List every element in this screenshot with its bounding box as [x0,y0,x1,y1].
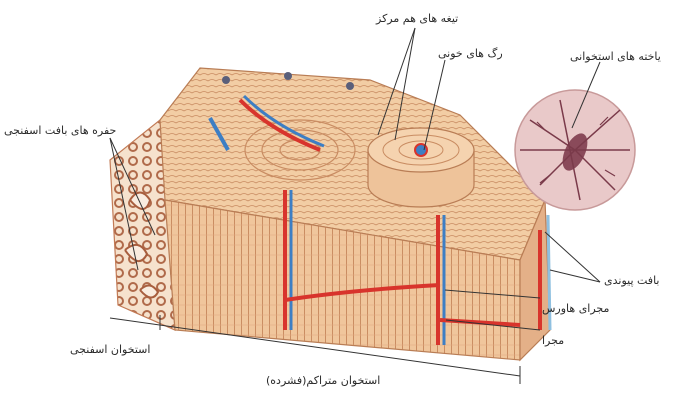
connective-tissue-label: بافت پیوندی [604,274,659,287]
bone-cells-label: یاخته های استخوانی [570,50,661,63]
bone-cells-inset [515,90,635,210]
spongy-bone-label: استخوان اسفنجی [70,343,150,356]
compact-bone-label: استخوان متراکم(فشرده) [266,374,380,387]
spongy-cavities-label: حفره های بافت اسفنجی [4,124,116,137]
canal-label: مجرا [542,334,564,347]
concentric-lamellae-label: تیغه های هم مرکز [376,12,458,25]
blood-vessels-label: رگ های خونی [438,47,503,60]
osteon-cylinder [368,128,474,207]
haversian-canal-label: مجرای هاورس [542,302,609,315]
